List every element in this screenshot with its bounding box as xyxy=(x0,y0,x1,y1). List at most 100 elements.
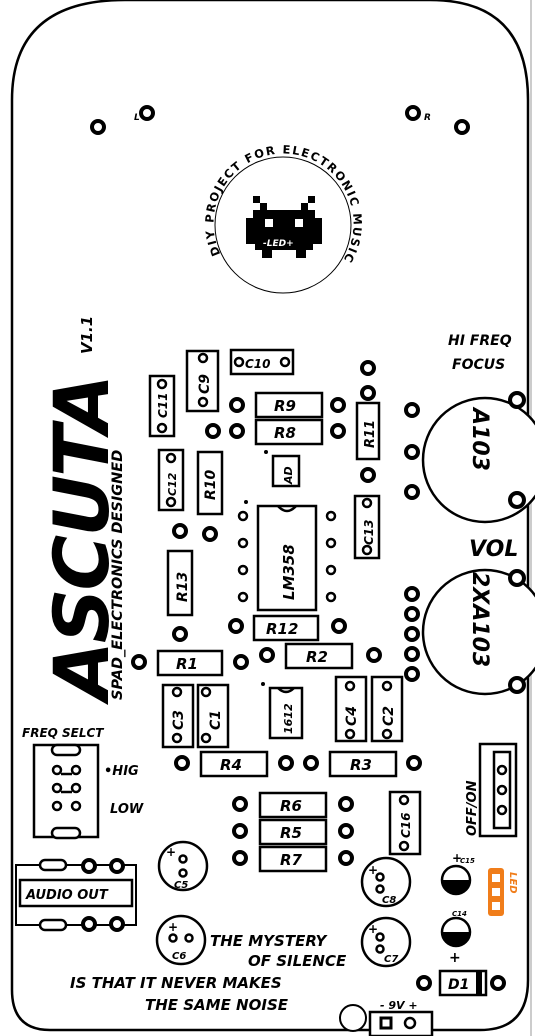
transistor-label: 1612 xyxy=(282,703,295,734)
board-outline xyxy=(10,0,530,1032)
c13-label: C13 xyxy=(362,519,376,545)
c7-cap: + xyxy=(360,916,412,968)
c12-label: C12 xyxy=(166,472,179,496)
focus-label: FOCUS xyxy=(452,357,505,373)
svg-text:+: + xyxy=(452,851,462,865)
svg-text:+: + xyxy=(166,845,176,859)
led-label: LED xyxy=(507,872,518,894)
mount-pad xyxy=(454,119,470,135)
r9-part xyxy=(254,391,324,419)
r6-label: R6 xyxy=(280,797,302,815)
svg-text:+: + xyxy=(168,920,178,934)
invader-icon xyxy=(246,196,322,258)
jack-r-pad xyxy=(405,105,421,121)
pot-hi-freq xyxy=(421,396,535,524)
r13-label: R13 xyxy=(175,572,191,602)
power-label: - 9V + xyxy=(380,999,418,1012)
c12-part xyxy=(157,448,185,512)
r2-part xyxy=(284,642,354,670)
r11-part xyxy=(355,401,381,461)
c9-label: C9 xyxy=(197,374,213,394)
c5-label: C5 xyxy=(174,880,188,891)
r5-label: R5 xyxy=(280,824,302,842)
svg-text:+: + xyxy=(368,863,378,877)
c9-part xyxy=(185,349,220,413)
r10-label: R10 xyxy=(203,469,219,500)
pot-a-label: A103 xyxy=(467,406,492,471)
c8-label: C8 xyxy=(382,895,396,906)
c16-label: C16 xyxy=(399,812,413,838)
svg-text:+: + xyxy=(368,922,378,936)
jack-l-pad xyxy=(139,105,155,121)
c4-label: C4 xyxy=(344,706,360,726)
led-part xyxy=(488,868,504,916)
r3-label: R3 xyxy=(350,756,372,774)
board-version: V1.1 xyxy=(78,316,96,354)
tagline-4: THE SAME NOISE xyxy=(145,996,289,1014)
d1-label: D1 xyxy=(448,977,469,993)
c15-label: C15 xyxy=(460,857,475,865)
c8-cap: + xyxy=(360,856,412,908)
c14-label: C14 xyxy=(452,910,467,918)
logo-text: -LED+ xyxy=(263,239,294,249)
power-connector xyxy=(368,1010,434,1036)
r4-part xyxy=(199,750,269,778)
jack-r-label: R xyxy=(424,113,431,123)
r4-label: R4 xyxy=(220,756,242,774)
c6-cap: + xyxy=(155,914,207,966)
ad-part xyxy=(271,454,301,488)
c16-part xyxy=(388,790,422,856)
tagline-3: IS THAT IT NEVER MAKES xyxy=(70,974,282,992)
r11-label: R11 xyxy=(363,420,378,448)
r8-part xyxy=(254,418,324,446)
r5-part xyxy=(258,818,328,846)
lm358-ic xyxy=(256,504,318,612)
tagline-1: THE MYSTERY xyxy=(210,932,328,950)
freq-select-label: FREQ SELCT xyxy=(22,726,104,740)
lm358-label: LM358 xyxy=(280,544,298,600)
c2-label: C2 xyxy=(381,706,397,726)
high-label: •HIG xyxy=(104,764,139,779)
r7-part xyxy=(258,845,328,873)
audio-out-label: AUDIO OUT xyxy=(25,888,109,903)
r7-label: R7 xyxy=(280,851,303,869)
c10-label: C10 xyxy=(245,357,271,371)
board-title: ASCUTA xyxy=(37,376,126,705)
c7-label: C7 xyxy=(384,954,398,965)
jack-l-label: L xyxy=(134,113,140,123)
c4-part xyxy=(334,675,368,743)
r12-part xyxy=(252,614,320,642)
r3-part xyxy=(328,750,398,778)
c11-label: C11 xyxy=(156,392,170,418)
ad-label: AD xyxy=(282,466,295,485)
hi-freq-label: HI FREQ xyxy=(448,333,512,349)
c5-cap: + xyxy=(157,840,209,892)
logo-circle xyxy=(214,156,352,294)
c6-label: C6 xyxy=(172,951,186,962)
r1-part xyxy=(156,649,224,677)
mount-hole xyxy=(339,1004,367,1032)
pot-vol xyxy=(421,568,535,696)
off-on-label: OFF/ON xyxy=(465,780,480,836)
r9-label: R9 xyxy=(274,397,296,415)
c11-part xyxy=(148,374,176,438)
r13-part xyxy=(166,549,194,617)
r12-label: R12 xyxy=(266,620,298,638)
c1-label: C1 xyxy=(208,710,224,730)
transistor-part xyxy=(268,686,304,740)
r1-label: R1 xyxy=(176,655,198,673)
tagline-2: OF SILENCE xyxy=(248,952,347,970)
low-label: LOW xyxy=(110,802,144,817)
mount-pad xyxy=(90,119,106,135)
pot-b-label: 2XA103 xyxy=(467,572,492,667)
r10-part xyxy=(196,450,224,516)
c3-part xyxy=(161,683,195,749)
audio-jack xyxy=(15,864,137,926)
r6-part xyxy=(258,791,328,819)
c3-label: C3 xyxy=(171,710,187,730)
designer-label: SPAD_ELECTRONICS DESIGNED xyxy=(110,450,126,700)
r2-label: R2 xyxy=(306,648,328,666)
svg-text:+: + xyxy=(449,950,461,966)
